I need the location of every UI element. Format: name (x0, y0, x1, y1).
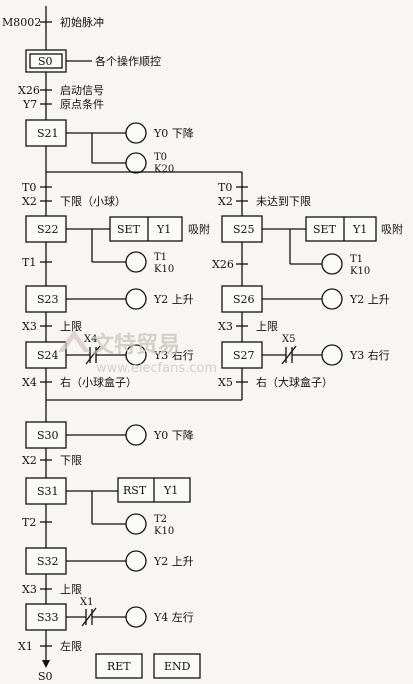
top-trunk (40, 6, 52, 172)
step-s30-label: S30 (37, 429, 59, 442)
transition-m8002-note: 初始脉冲 (60, 15, 104, 29)
s25-set-cmd: SET (313, 223, 337, 236)
transition-t0-left: T0 (22, 181, 36, 194)
step-s33-label: S33 (37, 611, 59, 624)
s27-coil-y3: Y3 右行 (349, 348, 390, 362)
step-s22 (25, 215, 183, 273)
transition-y7-label: Y7 (22, 98, 37, 111)
watermark-logo: 文特贸易 www.elecfans.com (58, 330, 217, 376)
transition-x1-note: 左限 (60, 640, 82, 653)
transition-x26-note: 启动信号 (60, 84, 104, 97)
step-s24 (25, 341, 147, 369)
step-s32-label: S32 (37, 555, 59, 568)
step-s27 (221, 341, 343, 369)
step-s21 (25, 119, 147, 174)
step-s26-label: S26 (233, 293, 255, 306)
step-s22-label: S22 (37, 223, 59, 236)
timer-t0-k: K20 (154, 164, 174, 175)
step-s21-label: S21 (37, 127, 59, 140)
step-s33 (25, 603, 147, 631)
transition-t0-right: T0 (218, 181, 232, 194)
transition-t1-left: T1 (22, 256, 36, 269)
s22-set-cmd: SET (117, 223, 141, 236)
contact-x1: X1 (80, 597, 93, 608)
step-s25-label: S25 (233, 223, 255, 236)
step-s24-label: S24 (37, 349, 59, 362)
timer-t1-right-k: K10 (350, 266, 370, 277)
transition-x3-left: X3 (22, 320, 37, 333)
step-s0 (25, 49, 92, 73)
s25-y1: Y1 (352, 223, 367, 236)
jump-target-s0: S0 (38, 670, 53, 683)
step-s25 (221, 215, 377, 275)
transition-x3-bottom: X3 (22, 583, 37, 596)
transition-x3-right: X3 (218, 320, 233, 333)
transition-x2-right: X2 (218, 195, 233, 208)
transition-x3-left-note: 上限 (60, 320, 82, 333)
transition-x5-note: 右（大球盒子） (256, 375, 333, 389)
s25-adsorb-note: 吸附 (381, 222, 403, 236)
s0-action-note: 各个操作顺控 (95, 54, 161, 68)
contact-x5: X5 (282, 334, 295, 345)
svg-text:文特贸易: 文特贸易 (92, 332, 180, 358)
transition-x5: X5 (218, 376, 233, 389)
transition-y7-note: 原点条件 (60, 97, 104, 111)
s31-rst-cmd: RST (123, 484, 147, 497)
end-instruction (153, 653, 201, 679)
step-s0-label: S0 (38, 55, 53, 68)
svg-text:www.elecfans.com: www.elecfans.com (96, 361, 217, 376)
timer-t1-left: T1 (154, 252, 167, 263)
step-s27-label: S27 (233, 349, 255, 362)
step-s23-label: S23 (37, 293, 59, 306)
transition-x2-mid: X2 (22, 454, 37, 467)
transition-x26-label: X26 (18, 84, 40, 97)
ret-instruction (95, 653, 143, 679)
s31-y1: Y1 (163, 484, 178, 497)
transition-x2-mid-note: 下限 (60, 454, 82, 467)
step-s26 (221, 285, 343, 313)
timer-t0: T0 (154, 152, 167, 163)
contact-x4: X4 (84, 334, 97, 345)
transition-x2-left: X2 (22, 195, 37, 208)
s32-coil-y2: Y2 上升 (153, 555, 194, 568)
step-s31-label: S31 (37, 485, 59, 498)
transition-m8002: M8002 (2, 16, 41, 29)
timer-t2-k: K10 (154, 526, 174, 537)
step-s23 (25, 285, 147, 313)
transition-x3-bottom-note: 上限 (60, 583, 82, 596)
s22-y1: Y1 (156, 223, 171, 236)
step-s31 (25, 477, 191, 535)
s26-coil-y2: Y2 上升 (349, 293, 390, 306)
timer-t1-right: T1 (350, 254, 363, 265)
transition-x2-left-note: 下限（小球） (60, 194, 126, 208)
transition-x4-note: 右（小球盒子） (60, 375, 137, 389)
transition-x26-right: X26 (212, 258, 234, 271)
transition-t2: T2 (22, 516, 36, 529)
coil-y0-down: Y0 下降 (153, 126, 194, 140)
end-label: END (164, 660, 191, 673)
s22-adsorb-note: 吸附 (188, 222, 210, 236)
s24-coil-y3: Y3 右行 (153, 348, 194, 362)
step-s30 (25, 421, 147, 449)
transition-x2-right-note: 未达到下限 (256, 195, 311, 208)
ret-label: RET (107, 660, 131, 673)
s33-coil-y4: Y4 左行 (153, 611, 194, 624)
s30-coil-y0: Y0 下降 (153, 428, 194, 442)
timer-t2: T2 (154, 514, 167, 525)
jump-arrow (42, 660, 50, 668)
s23-coil-y2: Y2 上升 (153, 293, 194, 306)
transition-x1: X1 (18, 640, 33, 653)
transition-x3-right-note: 上限 (256, 320, 278, 333)
timer-t1-left-k: K10 (154, 264, 174, 275)
transition-x4: X4 (22, 376, 37, 389)
